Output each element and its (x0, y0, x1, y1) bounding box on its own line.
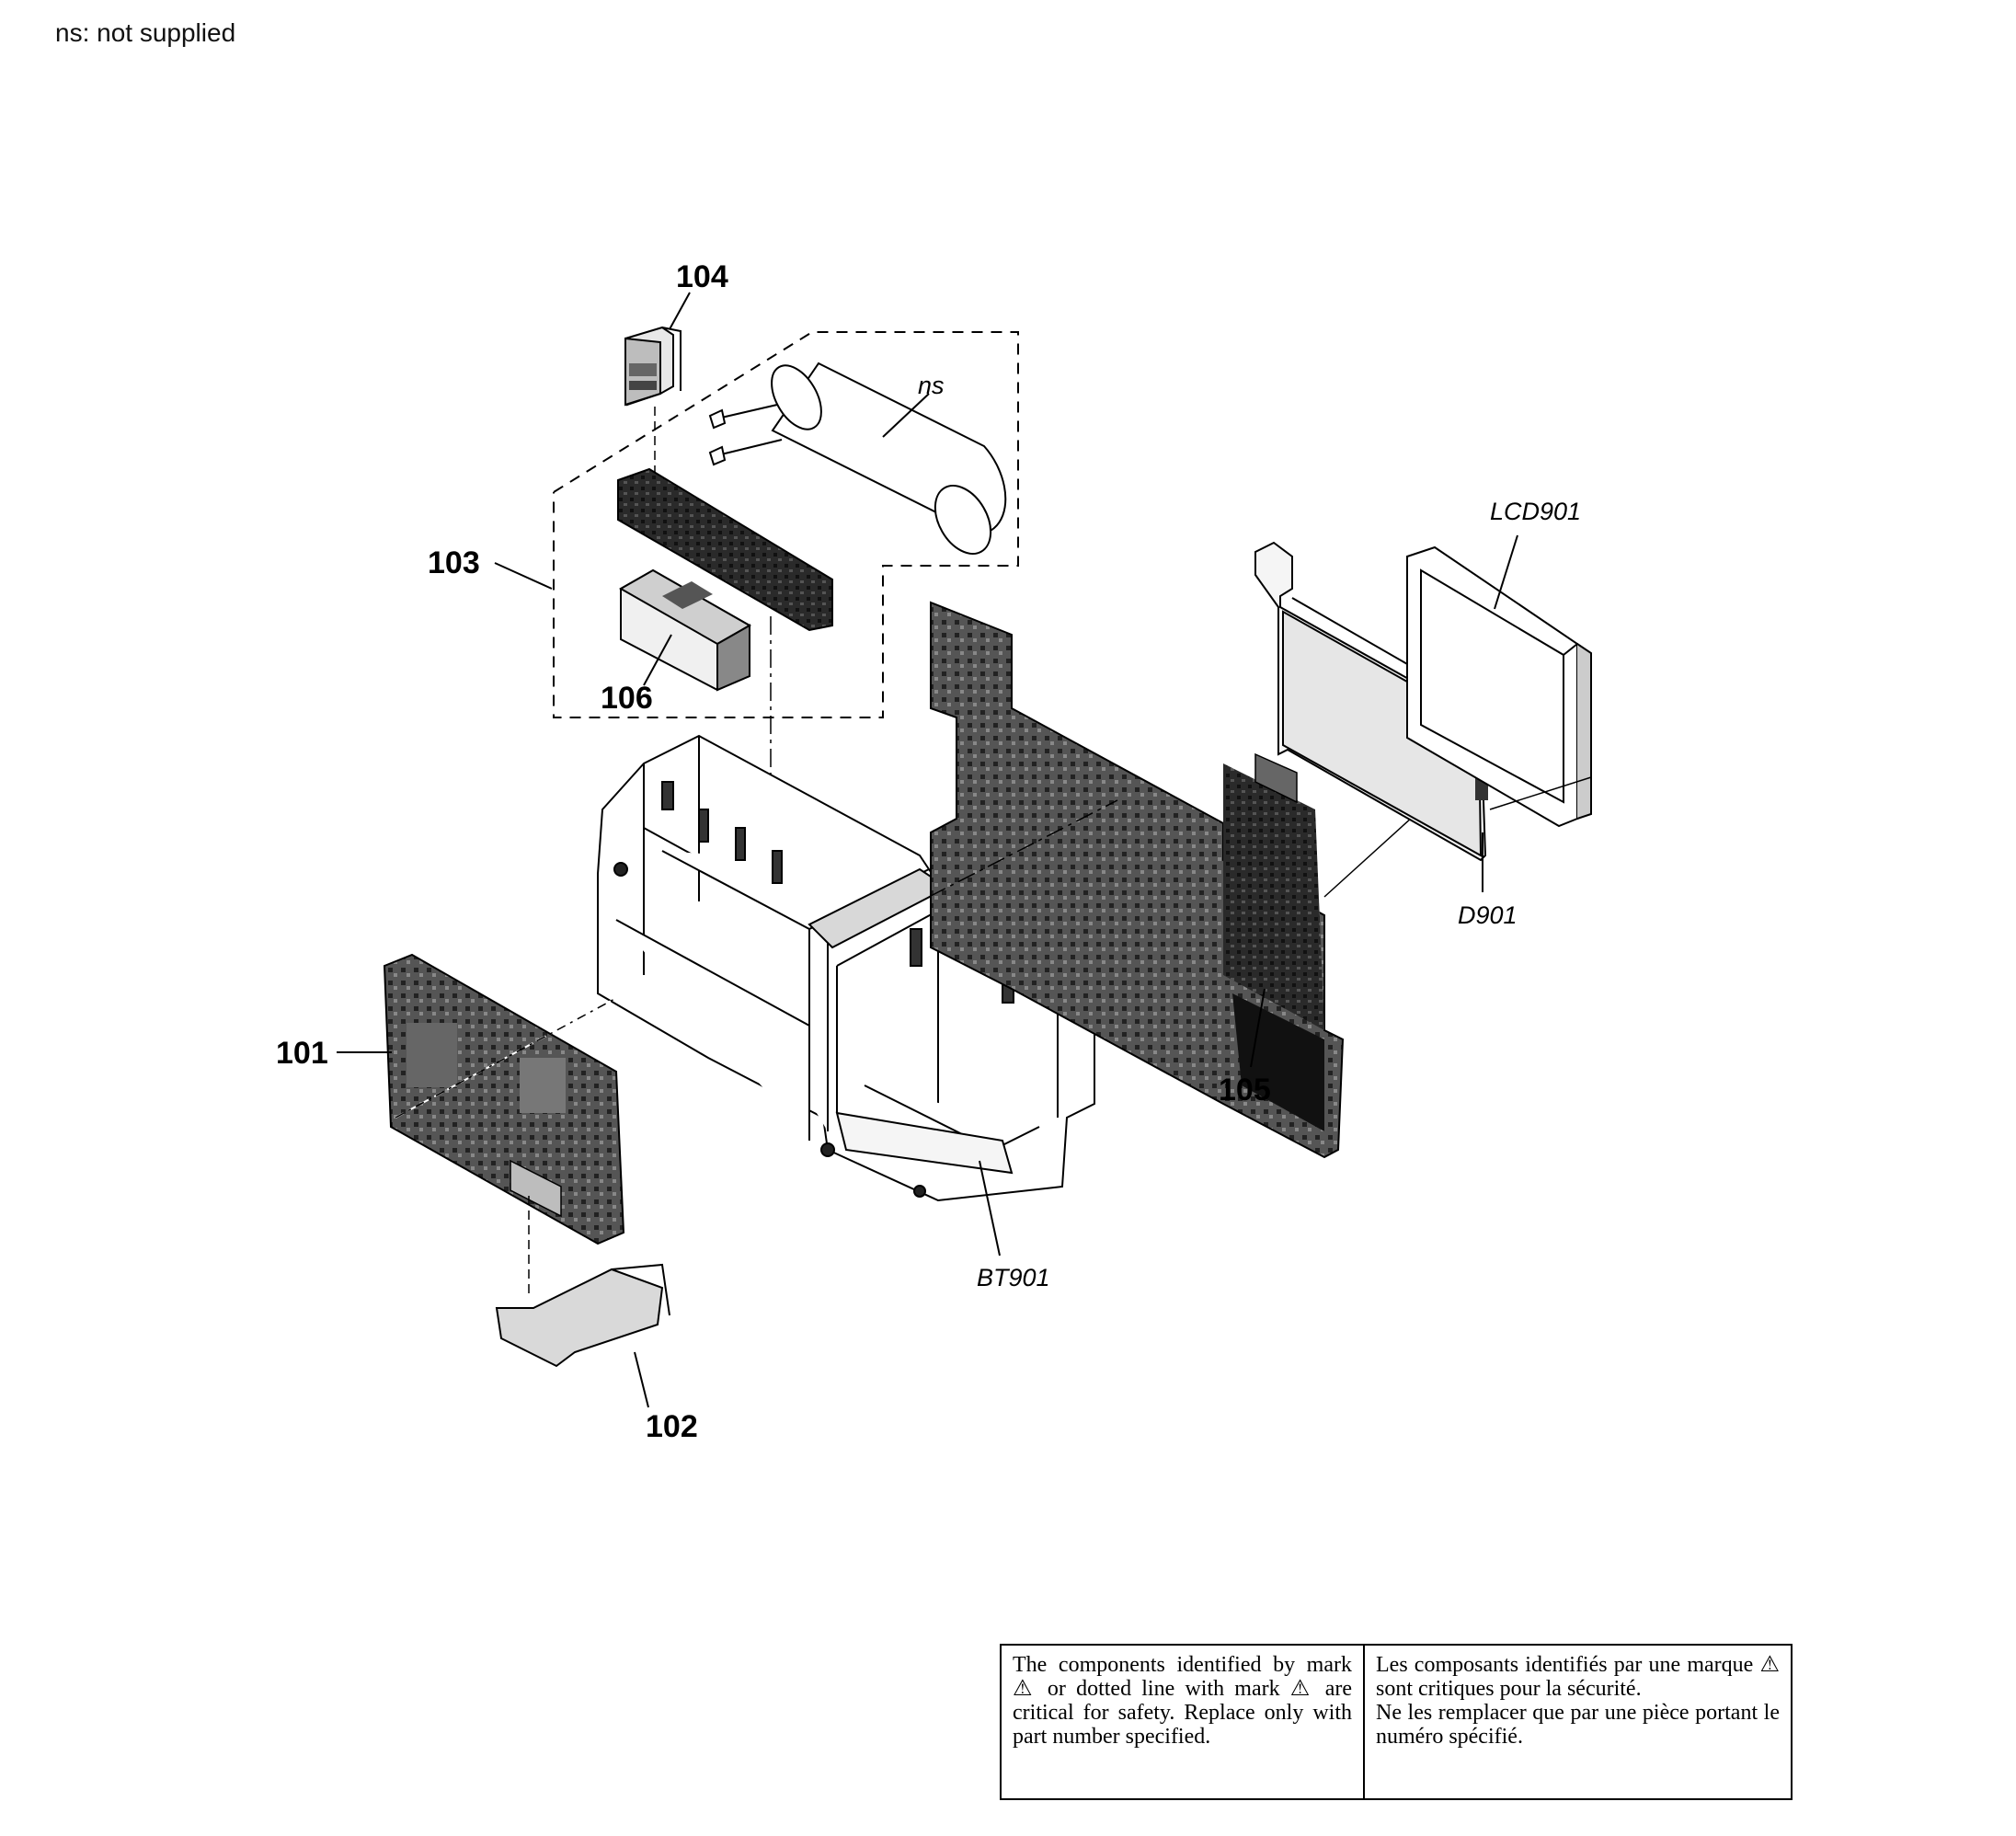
callout-line-lcd901 (1494, 534, 1518, 610)
part-lcd-bracket (1254, 541, 1488, 862)
part-106-cover (618, 568, 752, 692)
callout-104: 104 (676, 259, 728, 294)
callout-line-ns (882, 393, 930, 438)
callout-105: 105 (1219, 1073, 1271, 1107)
callout-line-105 (1250, 988, 1266, 1068)
leader-101-frame-dash (395, 997, 617, 1119)
legend-note: ns: not supplied (55, 18, 236, 47)
assembly-103-outline (553, 331, 1019, 718)
part-lcd901-panel (1406, 545, 1592, 828)
leader-d901 (1489, 776, 1592, 810)
callout-line-104 (669, 292, 691, 330)
part-103-switch-board (617, 467, 833, 632)
part-ns-cylinder (708, 361, 1007, 555)
callout-line-106 (643, 634, 672, 686)
safety-text-french-2: Ne les remplacer que par une pièce porta… (1376, 1701, 1780, 1749)
callout-101: 101 (276, 1036, 328, 1071)
callout-line-bt901 (979, 1160, 1001, 1257)
safety-notice: The components identified by mark ⚠ or d… (1000, 1644, 1793, 1800)
safety-text-french-1: Les composants identifiés par une marque… (1376, 1653, 1780, 1701)
part-105-main-board (930, 601, 1345, 1159)
part-102-flex (495, 1263, 670, 1368)
safety-text-english: The components identified by mark ⚠ or d… (1013, 1653, 1352, 1749)
callout-102: 102 (646, 1409, 698, 1444)
safety-notice-french: Les composants identifiés par une marque… (1365, 1646, 1791, 1798)
part-104-bracket (624, 326, 682, 407)
callout-d901: D901 (1458, 901, 1518, 929)
callout-ns: ns (918, 372, 945, 399)
callout-103: 103 (428, 545, 480, 580)
part-101-board (383, 953, 625, 1245)
callout-line-102 (634, 1351, 649, 1408)
callout-lcd901: LCD901 (1490, 498, 1581, 525)
callout-bt901: BT901 (977, 1264, 1050, 1291)
callout-106: 106 (601, 681, 653, 716)
callout-line-103 (494, 562, 553, 590)
safety-notice-english: The components identified by mark ⚠ or d… (1002, 1646, 1365, 1798)
leader-105-frame (928, 799, 1118, 898)
